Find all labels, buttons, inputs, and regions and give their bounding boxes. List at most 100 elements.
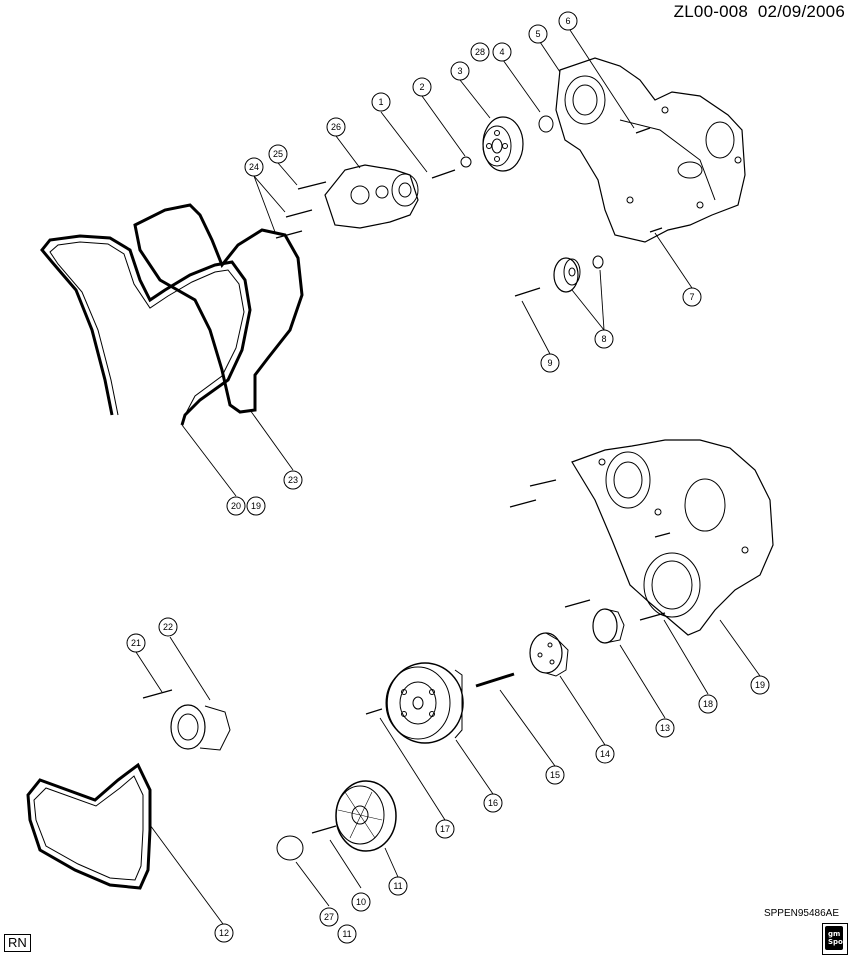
svg-text:18: 18 <box>703 699 713 709</box>
bolt-10 <box>311 825 337 834</box>
bolt-25 <box>297 181 327 190</box>
logo-badge: gm Spo <box>825 926 843 950</box>
svg-text:6: 6 <box>565 16 570 26</box>
bolts <box>142 127 671 834</box>
bolt-1 <box>431 169 456 179</box>
svg-text:26: 26 <box>331 122 341 132</box>
svg-text:4: 4 <box>499 47 504 57</box>
svg-text:2: 2 <box>419 82 424 92</box>
svg-text:25: 25 <box>273 149 283 159</box>
belt-tensioner-assembly <box>324 164 419 229</box>
svg-text:20: 20 <box>231 501 241 511</box>
callout-26: 26 <box>326 117 346 137</box>
bolt-6 <box>635 127 651 134</box>
callout-11-upper: 11 <box>388 876 408 896</box>
bolt-17 <box>365 708 383 715</box>
serpentine-belt-20-inner <box>49 241 245 416</box>
document-date: 02/09/2006 <box>757 2 845 21</box>
callout-5: 5 <box>528 24 548 44</box>
callout-18: 18 <box>698 694 718 714</box>
svg-text:8: 8 <box>601 334 606 344</box>
callout-24: 24 <box>244 157 264 177</box>
lower-front-cover <box>571 439 774 636</box>
callout-14: 14 <box>595 744 615 764</box>
callouts: 1 2 3 28 4 5 6 26 25 24 7 8 9 23 20 19 1… <box>126 11 770 944</box>
idler-pulley <box>553 255 604 293</box>
svg-text:21: 21 <box>131 638 141 648</box>
svg-text:17: 17 <box>440 824 450 834</box>
callout-16: 16 <box>483 793 503 813</box>
svg-text:24: 24 <box>249 162 259 172</box>
diagram-header: ZL00-008 02/09/2006 <box>674 2 845 22</box>
bolt-cover-c <box>564 599 591 608</box>
svg-text:3: 3 <box>457 66 462 76</box>
svg-text:1: 1 <box>378 97 383 107</box>
accessory-belt-12-inner <box>33 775 144 881</box>
callout-2: 2 <box>412 77 432 97</box>
callout-13: 13 <box>655 718 675 738</box>
svg-text:10: 10 <box>356 897 366 907</box>
svg-text:5: 5 <box>535 29 540 39</box>
svg-text:11: 11 <box>393 881 402 891</box>
callout-8: 8 <box>594 329 614 349</box>
svg-text:22: 22 <box>163 622 173 632</box>
serpentine-belt-20 <box>40 234 252 426</box>
timing-belt-23 <box>133 203 304 414</box>
callout-17: 17 <box>435 819 455 839</box>
bolt-24a <box>285 209 313 218</box>
bolt-7 <box>649 227 663 233</box>
callout-3: 3 <box>450 61 470 81</box>
callout-20: 20 <box>226 496 246 516</box>
front-seal <box>592 608 625 644</box>
logo-bottom-text: Spo <box>828 938 843 946</box>
callout-19-lower: 19 <box>750 675 770 695</box>
callout-22: 22 <box>158 617 178 637</box>
svg-text:16: 16 <box>488 798 498 808</box>
leader-lines <box>135 29 761 925</box>
pulley-cap-27 <box>276 835 304 861</box>
bolt-9 <box>514 287 541 297</box>
svg-text:9: 9 <box>547 358 552 368</box>
bolt-24b <box>275 230 303 239</box>
callout-6: 6 <box>558 11 578 31</box>
svg-text:19: 19 <box>251 501 261 511</box>
bolt-cover-b <box>509 499 537 508</box>
callout-23: 23 <box>283 470 303 490</box>
svg-text:19: 19 <box>755 680 765 690</box>
svg-text:27: 27 <box>324 912 334 922</box>
washer-part-4 <box>538 115 554 133</box>
gm-spo-logo: gm Spo <box>822 923 848 955</box>
callout-7: 7 <box>682 287 702 307</box>
upper-timing-cover <box>555 57 746 243</box>
svg-text:14: 14 <box>600 749 610 759</box>
logo-top-text: gm <box>828 930 841 938</box>
bolt-15 <box>475 672 515 688</box>
callout-19-upper: 19 <box>246 496 266 516</box>
svg-text:12: 12 <box>219 928 229 938</box>
drive-pulley-11 <box>335 780 397 852</box>
callout-11-lower: 11 <box>337 924 357 944</box>
bolt-cover-d <box>654 532 671 538</box>
accessory-belt-12 <box>26 762 152 890</box>
callout-9: 9 <box>540 353 560 373</box>
crankshaft-hub <box>529 632 569 677</box>
crankshaft-damper-pulley <box>385 662 464 744</box>
bolt-21 <box>142 689 173 699</box>
bolt-18 <box>639 612 666 621</box>
bolt-cover-a <box>529 479 557 487</box>
callout-27: 27 <box>319 907 339 927</box>
svg-text:23: 23 <box>288 475 298 485</box>
svg-text:28: 28 <box>475 47 485 57</box>
callout-1: 1 <box>371 92 391 112</box>
svg-text:11: 11 <box>342 929 351 939</box>
camshaft-sprocket <box>482 116 524 172</box>
callout-21: 21 <box>126 633 146 653</box>
svg-text:13: 13 <box>660 723 670 733</box>
document-id: ZL00-008 <box>673 2 749 21</box>
washer-part-2 <box>460 156 472 168</box>
svg-text:7: 7 <box>689 292 694 302</box>
callout-10: 10 <box>351 892 371 912</box>
callout-28: 28 <box>470 42 490 62</box>
